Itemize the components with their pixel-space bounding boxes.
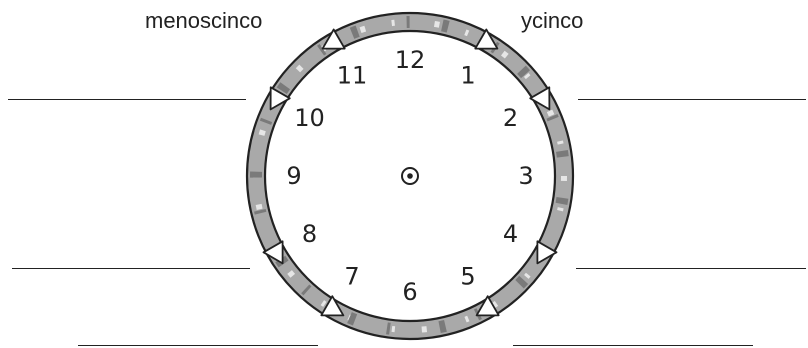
clock-number: 9	[286, 162, 301, 190]
clock-number: 12	[395, 46, 426, 74]
clock-number: 5	[460, 263, 475, 291]
center-dot	[402, 168, 418, 184]
clock-number: 3	[518, 162, 533, 190]
clock-number: 6	[402, 278, 417, 306]
clock-number: 7	[344, 263, 359, 291]
clock-number: 4	[503, 220, 518, 248]
clock-number: 1	[460, 62, 475, 90]
clock-number: 2	[503, 104, 518, 132]
clock-number: 8	[302, 220, 317, 248]
center-pin	[407, 173, 413, 179]
clock-number: 10	[294, 104, 325, 132]
clock-number: 11	[337, 62, 368, 90]
